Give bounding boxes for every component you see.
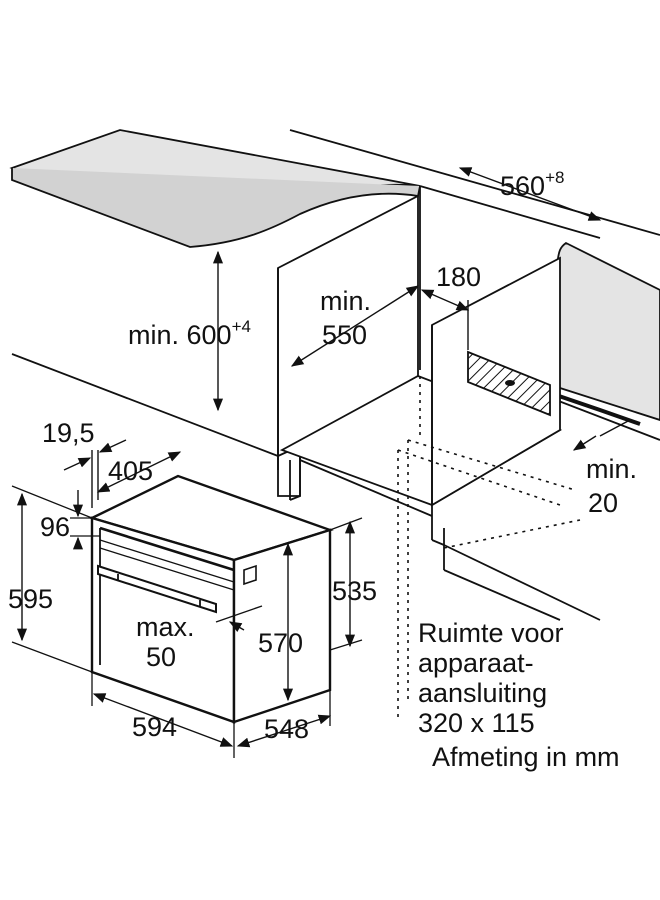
connection-note-line-2: apparaat- bbox=[418, 648, 534, 678]
bottom-gap-label-2: 20 bbox=[588, 488, 618, 518]
handle-gap-label-2: 50 bbox=[146, 642, 176, 672]
oven-depth-label: 548 bbox=[264, 714, 309, 744]
front-width-label: 405 bbox=[108, 456, 153, 486]
depth-min-label-1: min. bbox=[320, 286, 371, 316]
back-gap-label: 180 bbox=[436, 262, 481, 292]
oven-width-label: 594 bbox=[132, 712, 177, 742]
dimension-labels: 560+8 min. 600+4 min. 550 180 min. 20 19… bbox=[8, 168, 637, 744]
oven-niche-height-label: 570 bbox=[258, 628, 303, 658]
handle-gap-label-1: max. bbox=[136, 612, 195, 642]
countertop bbox=[9, 129, 421, 248]
oven-body-height-label: 535 bbox=[332, 576, 377, 606]
panel-height-label: 96 bbox=[40, 512, 70, 542]
unit-note: Afmeting in mm bbox=[432, 742, 620, 772]
oven bbox=[88, 474, 334, 724]
oven-total-height-label: 595 bbox=[8, 584, 53, 614]
panel-thickness-label: 19,5 bbox=[42, 418, 95, 448]
cavity-height-label: min. 600+4 bbox=[128, 317, 251, 350]
bottom-gap-label-1: min. bbox=[586, 454, 637, 484]
connection-note-line-3: aansluiting bbox=[418, 678, 547, 708]
connection-note-line-4: 320 x 115 bbox=[418, 708, 535, 738]
dimension-lines bbox=[11, 167, 631, 758]
niche-width-label: 560+8 bbox=[500, 168, 564, 201]
depth-min-label-2: 550 bbox=[322, 320, 367, 350]
countertop-right bbox=[550, 241, 660, 441]
notes: Ruimte voor apparaat- aansluiting 320 x … bbox=[418, 618, 620, 772]
connection-note-line-1: Ruimte voor bbox=[418, 618, 564, 648]
